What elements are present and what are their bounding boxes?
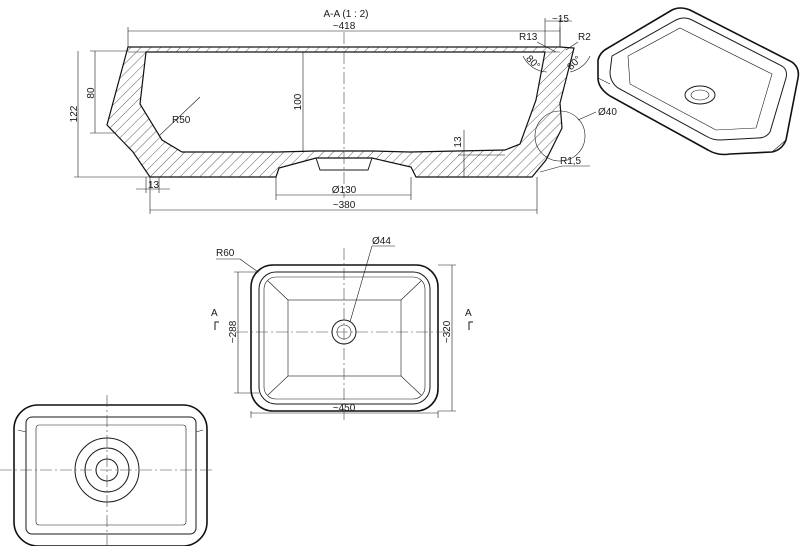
dim-bottom-width: ~380 bbox=[333, 200, 356, 211]
dim-t13-bottom: 13 bbox=[148, 180, 160, 191]
dim-h80: 80 bbox=[86, 87, 97, 99]
section-marker-left: A bbox=[211, 308, 218, 319]
bottom-view bbox=[0, 395, 214, 546]
isometric-drain bbox=[684, 85, 716, 105]
dim-r50: R50 bbox=[172, 115, 191, 126]
plan-view: R60 Ø44 ~288 ~320 ~450 A A bbox=[211, 236, 473, 420]
dim-r60: R60 bbox=[216, 248, 235, 259]
dim-h122: 122 bbox=[69, 105, 80, 122]
dim-w320: ~320 bbox=[442, 320, 453, 343]
section-body bbox=[106, 46, 575, 178]
dim-angle-left: 80° bbox=[523, 54, 541, 72]
section-title: A-A (1 : 2) bbox=[323, 9, 368, 20]
section-view: A-A (1 : 2) ~418 ~15 R13 R2 80° 80° bbox=[69, 9, 617, 214]
dim-r13: R13 bbox=[519, 32, 538, 43]
dim-t13-right: 13 bbox=[453, 136, 464, 148]
dim-r2: R2 bbox=[578, 32, 591, 43]
dim-r1-5: R1,5 bbox=[560, 156, 582, 167]
dim-d40: Ø40 bbox=[598, 107, 617, 118]
dim-h100: 100 bbox=[293, 93, 304, 110]
section-marker-right: A bbox=[465, 308, 472, 319]
dim-top-width: ~418 bbox=[333, 21, 356, 32]
dim-d130: Ø130 bbox=[332, 185, 357, 196]
dim-rim: ~15 bbox=[552, 14, 569, 25]
dim-w288: ~288 bbox=[228, 320, 239, 343]
isometric-view bbox=[597, 7, 800, 156]
dim-w450: ~450 bbox=[333, 403, 356, 414]
dim-d44: Ø44 bbox=[372, 236, 391, 247]
